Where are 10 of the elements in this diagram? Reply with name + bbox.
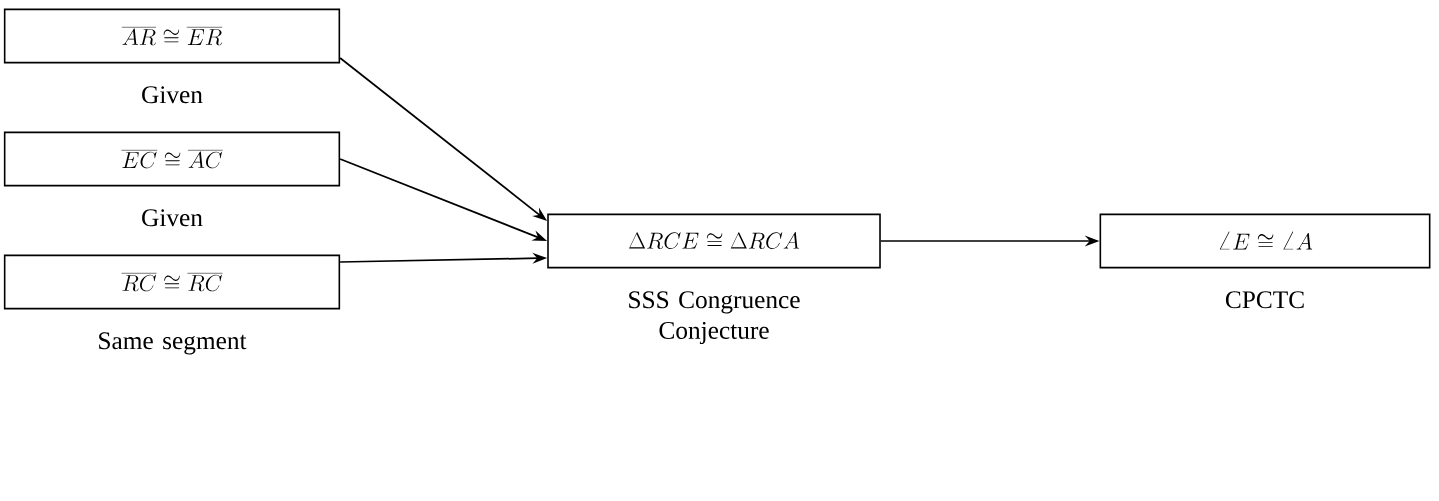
statement-box: $\overline{EC} \cong \overline{AC}$ bbox=[3, 131, 341, 187]
statement-box: $\Delta RCE \cong \Delta RCA$ bbox=[547, 213, 881, 269]
statement-box: $\angle E \cong \angle A$ bbox=[1099, 213, 1431, 269]
reason-text: Same segment bbox=[99, 332, 247, 355]
statement-box: $\overline{AR} \cong \overline{ER}$ bbox=[3, 8, 341, 64]
reason-text: CPCTC bbox=[1225, 291, 1304, 309]
statement-box: $\overline{RC} \cong \overline{RC}$ bbox=[3, 254, 341, 310]
reason-text: SSS Congruence Conjecture bbox=[629, 291, 800, 345]
reason-text: Given bbox=[142, 209, 203, 227]
reason-text: Given bbox=[142, 86, 203, 104]
